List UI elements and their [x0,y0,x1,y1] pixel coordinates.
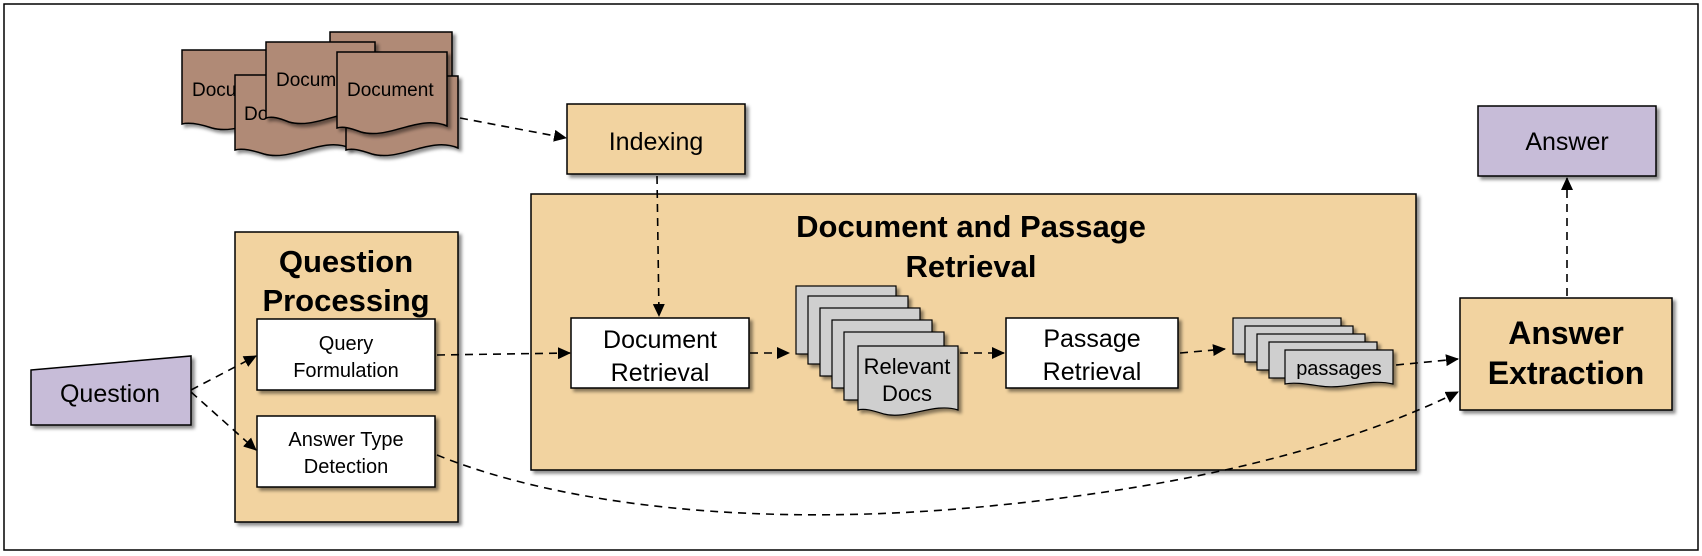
query-formulation-label: Query [319,333,373,355]
arrow-question-to-query-formulation [190,355,257,391]
answer-extraction-label: Answer [1508,315,1624,351]
question-label: Question [60,380,160,408]
document-pile: Docu Do Docum Document [181,31,459,157]
indexing-node: Indexing [566,103,746,175]
passages-stack: passages [1232,317,1394,388]
document-icon: Document [336,51,448,135]
answer-type-detection-node: Answer Type Detection [256,415,436,488]
retrieval-title: Retrieval [906,249,1037,284]
answer-label: Answer [1525,128,1608,156]
arrow-passage-retrieval-to-passages [1179,344,1226,357]
query-formulation-label: Formulation [293,360,399,382]
relevant-docs-stack: Relevant Docs [795,285,959,416]
retrieval-title: Document and Passage [796,209,1146,244]
passage-retrieval-label: Passage [1043,325,1140,353]
question-processing-node: Question Processing Query Formulation An… [234,231,459,523]
question-node: Question [30,355,192,426]
document-label: Document [347,80,434,101]
question-processing-title: Question [279,244,413,279]
document-retrieval-label: Document [603,326,717,354]
document-retrieval-label: Retrieval [611,359,710,387]
document-retrieval-node: Document Retrieval [570,317,750,389]
arrow-question-to-answer-type [190,391,257,451]
arrow-answer-type-to-answer-extraction [436,391,1459,516]
answer-type-detection-label: Detection [304,456,389,478]
relevant-docs-label: Docs [882,381,932,406]
arrow-documents-to-indexing [459,117,567,142]
query-formulation-node: Query Formulation [256,318,436,391]
passage-retrieval-node: Passage Retrieval [1005,317,1179,389]
answer-node: Answer [1477,105,1657,177]
retrieval-container: Document and Passage Retrieval Document … [530,193,1417,471]
indexing-label: Indexing [609,128,704,156]
passage-retrieval-label: Retrieval [1043,358,1142,386]
arrow-indexing-to-document-retrieval [652,175,665,317]
arrow-passages-to-answer-extraction [1395,354,1459,367]
passages-label: passages [1296,358,1382,380]
relevant-docs-label: Relevant [864,354,951,379]
question-processing-title: Processing [262,283,429,318]
document-label: Docu [192,80,236,101]
answer-type-detection-label: Answer Type [288,429,403,451]
document-label: Do [244,104,268,125]
document-label: Docum [276,70,336,91]
answer-extraction-node: Answer Extraction [1459,297,1673,411]
answer-extraction-label: Extraction [1488,355,1644,391]
